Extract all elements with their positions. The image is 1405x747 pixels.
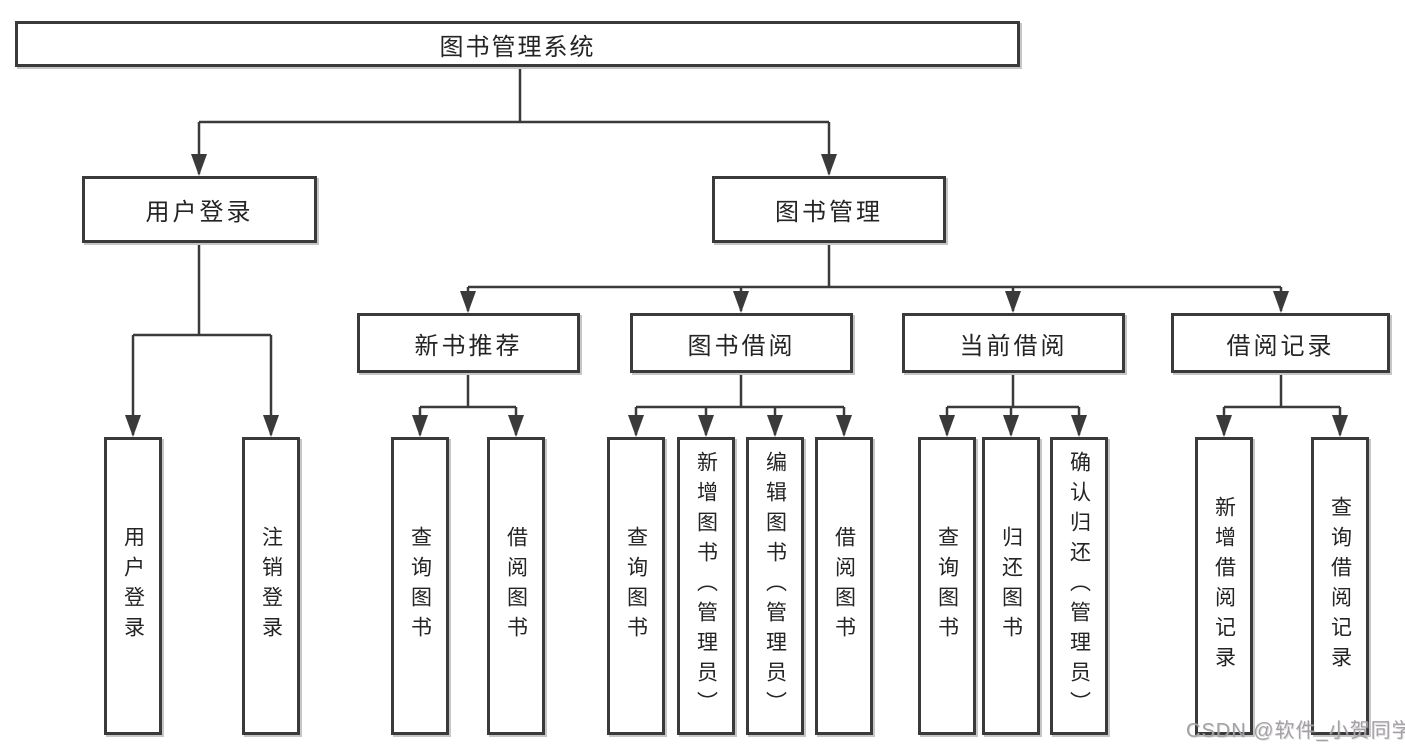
node-search-borrow-record-label: 查询借阅记录	[1328, 496, 1352, 676]
node-borrow-book-leaf: 借阅图书	[815, 437, 873, 735]
node-book-management: 图书管理	[712, 176, 946, 243]
watermark: CSDN @软件_小贺同学	[1186, 720, 1405, 742]
node-current-borrow: 当前借阅	[902, 313, 1125, 373]
node-search-book-current-label: 查询图书	[935, 526, 959, 646]
node-borrow-book-recommend: 借阅图书	[487, 437, 545, 735]
node-user-login-leaf: 用户登录	[104, 437, 162, 735]
node-library-system: 图书管理系统	[15, 21, 1020, 67]
node-user-login-leaf-label: 用户登录	[121, 526, 145, 646]
node-add-borrow-record: 新增借阅记录	[1195, 437, 1253, 735]
node-book-borrow-label: 图书借阅	[687, 332, 796, 360]
node-add-book-admin: 新增图书（管理员）	[677, 437, 735, 735]
node-book-management-label: 图书管理	[775, 199, 883, 226]
node-book-borrow: 图书借阅	[630, 313, 853, 373]
node-current-borrow-label: 当前借阅	[959, 332, 1068, 360]
node-search-book-current: 查询图书	[918, 437, 976, 735]
node-search-book-borrow: 查询图书	[607, 437, 665, 735]
node-return-book: 归还图书	[982, 437, 1040, 735]
node-search-borrow-record: 查询借阅记录	[1311, 437, 1369, 735]
node-borrow-records-label: 借阅记录	[1226, 332, 1335, 360]
node-add-borrow-record-label: 新增借阅记录	[1212, 496, 1236, 676]
node-borrow-records: 借阅记录	[1171, 313, 1390, 373]
node-logout-leaf-label: 注销登录	[259, 526, 283, 646]
node-user-login: 用户登录	[82, 176, 317, 243]
node-edit-book-admin-label: 编辑图书（管理员）	[763, 451, 787, 721]
node-edit-book-admin: 编辑图书（管理员）	[746, 437, 804, 735]
node-search-book-recommend: 查询图书	[391, 437, 449, 735]
node-confirm-return-admin-label: 确认归还（管理员）	[1067, 451, 1091, 721]
node-add-book-admin-label: 新增图书（管理员）	[694, 451, 718, 721]
node-borrow-book-recommend-label: 借阅图书	[504, 526, 528, 646]
node-confirm-return-admin: 确认归还（管理员）	[1050, 437, 1108, 735]
node-user-login-label: 用户登录	[145, 199, 254, 226]
node-library-system-label: 图书管理系统	[439, 33, 596, 61]
node-return-book-label: 归还图书	[999, 526, 1023, 646]
node-search-book-recommend-label: 查询图书	[408, 526, 432, 646]
node-new-book-recommend-label: 新书推荐	[414, 332, 523, 360]
node-new-book-recommend: 新书推荐	[357, 313, 580, 373]
node-borrow-book-leaf-label: 借阅图书	[832, 526, 856, 646]
node-search-book-borrow-label: 查询图书	[624, 526, 648, 646]
node-logout-leaf: 注销登录	[242, 437, 300, 735]
